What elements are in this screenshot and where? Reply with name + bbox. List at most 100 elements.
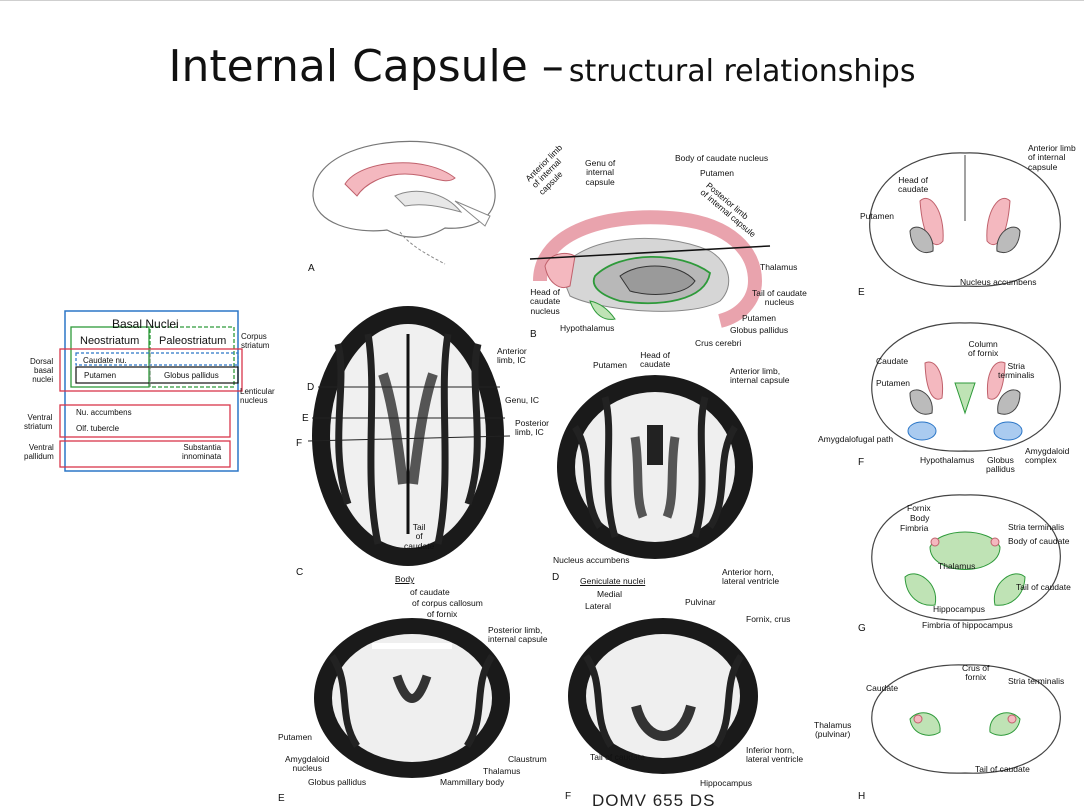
d-putamen-label: Putamen [593, 360, 628, 370]
d-accumbens-label: Nucleus accumbens [553, 555, 630, 565]
panel-f-coronal-section [568, 618, 758, 774]
panel-b-letter: B [530, 329, 537, 340]
rg-fornix-label: Fornix [907, 503, 931, 513]
e-body-label: Body [395, 574, 415, 584]
panel-d-letter: D [552, 572, 560, 583]
bn-substantia: Substantia innominata [182, 443, 222, 461]
b-tail-caudate-label: Tail of caudate nucleus [752, 288, 807, 308]
re-putamen-label: Putamen [860, 211, 895, 221]
bn-heading: Basal Nuclei [112, 317, 179, 331]
right-e-diagram [869, 152, 1061, 287]
e-globus-label: Globus pallidus [308, 777, 367, 787]
rf-stria-label: Stria terminalis [998, 361, 1035, 381]
c-anterior-limb-label: Anterior limb, IC [497, 346, 527, 366]
rg-stria-label: Stria terminalis [1008, 522, 1065, 532]
basal-nuclei-diagram [59, 310, 243, 472]
c-posterior-limb-label: Posterior limb, IC [515, 418, 550, 438]
bn-accumbens: Nu. accumbens [76, 408, 132, 417]
rh-crus-fornix-label: Crus of fornix [962, 663, 990, 683]
d-anterior-horn-label: Anterior horn, lateral ventricle [722, 567, 780, 587]
rf-amygdalofugal-label: Amygdalofugal path [818, 434, 894, 444]
panel-f-bottom-letter: F [565, 791, 572, 802]
f-fornix-crus-label: Fornix, crus [746, 614, 791, 624]
e-of-caudate-label: of caudate [410, 587, 450, 597]
bn-ventral-pallidum: Ventral pallidum [24, 443, 54, 461]
panel-b-capsule-diagram [529, 210, 771, 328]
panel-e-coronal-section [314, 618, 510, 778]
c-genu-label: Genu, IC [505, 395, 540, 405]
slide-title: Internal Capsule – structural relationsh… [0, 41, 1084, 92]
e-claustrum-label: Claustrum [508, 754, 547, 764]
c-f-label: F [296, 438, 303, 449]
bn-ventral-striatum: Ventral striatum [24, 413, 53, 431]
rf-globus-label: Globus pallidus [986, 455, 1015, 475]
e-putamen-label: Putamen [278, 732, 313, 742]
bn-corpus-striatum: Corpus striatum [241, 332, 270, 350]
e-amygdaloid-label: Amygdaloid nucleus [285, 754, 330, 774]
re-accumbens-label: Nucleus accumbens [960, 277, 1037, 287]
rh-thalamus-label: Thalamus (pulvinar) [814, 720, 852, 740]
rf-amygdaloid-label: Amygdaloid complex [1025, 446, 1070, 466]
d-anterior-limb-label: Anterior limb, internal capsule [730, 366, 790, 386]
bn-neostriatum: Neostriatum [80, 335, 140, 347]
rg-hippocampus-label: Hippocampus [933, 604, 985, 614]
rg-body-caudate-label: Body of caudate [1008, 536, 1070, 546]
rg-body-label: Body [910, 513, 930, 523]
e-corpus-callosum-label: of corpus callosum [412, 598, 483, 608]
panel-c-letter: C [296, 567, 304, 578]
c-d-label: D [307, 382, 315, 393]
panel-h-right-letter: H [858, 791, 866, 802]
f-inferior-horn-label: Inferior horn, lateral ventricle [746, 745, 804, 765]
f-geniculate-label: Geniculate nuclei [580, 576, 646, 586]
bn-putamen: Putamen [84, 371, 117, 380]
rg-fimbria-hippo-label: Fimbria of hippocampus [922, 620, 1013, 630]
panel-e-right-letter: E [858, 287, 865, 298]
right-f-diagram [871, 322, 1061, 452]
f-tail-caudate-label: Tail of caudate [590, 752, 645, 762]
c-e-label: E [302, 413, 309, 424]
bn-caudate: Caudate nu. [83, 356, 127, 365]
rh-stria-label: Stria terminalis [1008, 676, 1065, 686]
bn-paleostriatum: Paleostriatum [159, 335, 227, 347]
b-genu-label: Genu of internal capsule [585, 158, 616, 187]
rg-tail-caudate-label: Tail of caudate [1016, 582, 1071, 592]
right-g-diagram [871, 494, 1061, 621]
b-anterior-limb-label: Anterior limb of internal capsule [523, 142, 565, 197]
rg-thalamus-label: Thalamus [938, 561, 976, 571]
c-section-lines [307, 386, 511, 442]
panel-f-right-letter: F [858, 457, 865, 468]
e-of-fornix-label: of fornix [427, 609, 458, 619]
b-body-caudate-label: Body of caudate nucleus [675, 153, 769, 163]
e-thalamus-label: Thalamus [483, 766, 521, 776]
b-thalamus-label: Thalamus [760, 262, 798, 272]
b-head-caudate-label: Head of caudate nucleus [530, 287, 561, 316]
rf-hypothalamus-label: Hypothalamus [920, 455, 975, 465]
bn-lenticular: Lenticular nucleus [240, 387, 275, 405]
b-putamen-bottom-label: Putamen [742, 313, 777, 323]
rh-caudate-label: Caudate [866, 683, 899, 693]
f-hippocampus-label: Hippocampus [700, 778, 752, 788]
b-hypothalamus-label: Hypothalamus [560, 323, 615, 333]
bn-dorsal: Dorsal basal nuclei [30, 357, 54, 384]
title-main: Internal Capsule – [168, 41, 564, 92]
e-posterior-limb-label: Posterior limb, internal capsule [488, 625, 548, 645]
right-h-diagram [871, 664, 1061, 774]
rf-column-fornix-label: Column of fornix [968, 339, 999, 359]
rf-caudate-label: Caudate [876, 356, 909, 366]
f-lateral-label: Lateral [585, 601, 611, 611]
re-anterior-limb-label: Anterior limb of internal capsule [1028, 143, 1076, 172]
panel-a-letter: A [308, 263, 315, 274]
bn-globus: Globus pallidus [164, 371, 219, 380]
e-mammillary-label: Mammillary body [440, 777, 505, 787]
panel-g-right-letter: G [858, 623, 866, 634]
rg-fimbria-label: Fimbria [900, 523, 929, 533]
bn-olf: Olf. tubercle [76, 424, 120, 433]
rf-putamen-label: Putamen [876, 378, 911, 388]
b-putamen-top-label: Putamen [700, 168, 735, 178]
c-tail-label: Tail of caudate [404, 522, 435, 551]
d-head-caudate-label: Head of caudate [640, 350, 671, 370]
f-pulvinar-label: Pulvinar [685, 597, 716, 607]
panel-e-bottom-letter: E [278, 793, 285, 804]
re-head-caudate-label: Head of caudate [898, 175, 929, 195]
